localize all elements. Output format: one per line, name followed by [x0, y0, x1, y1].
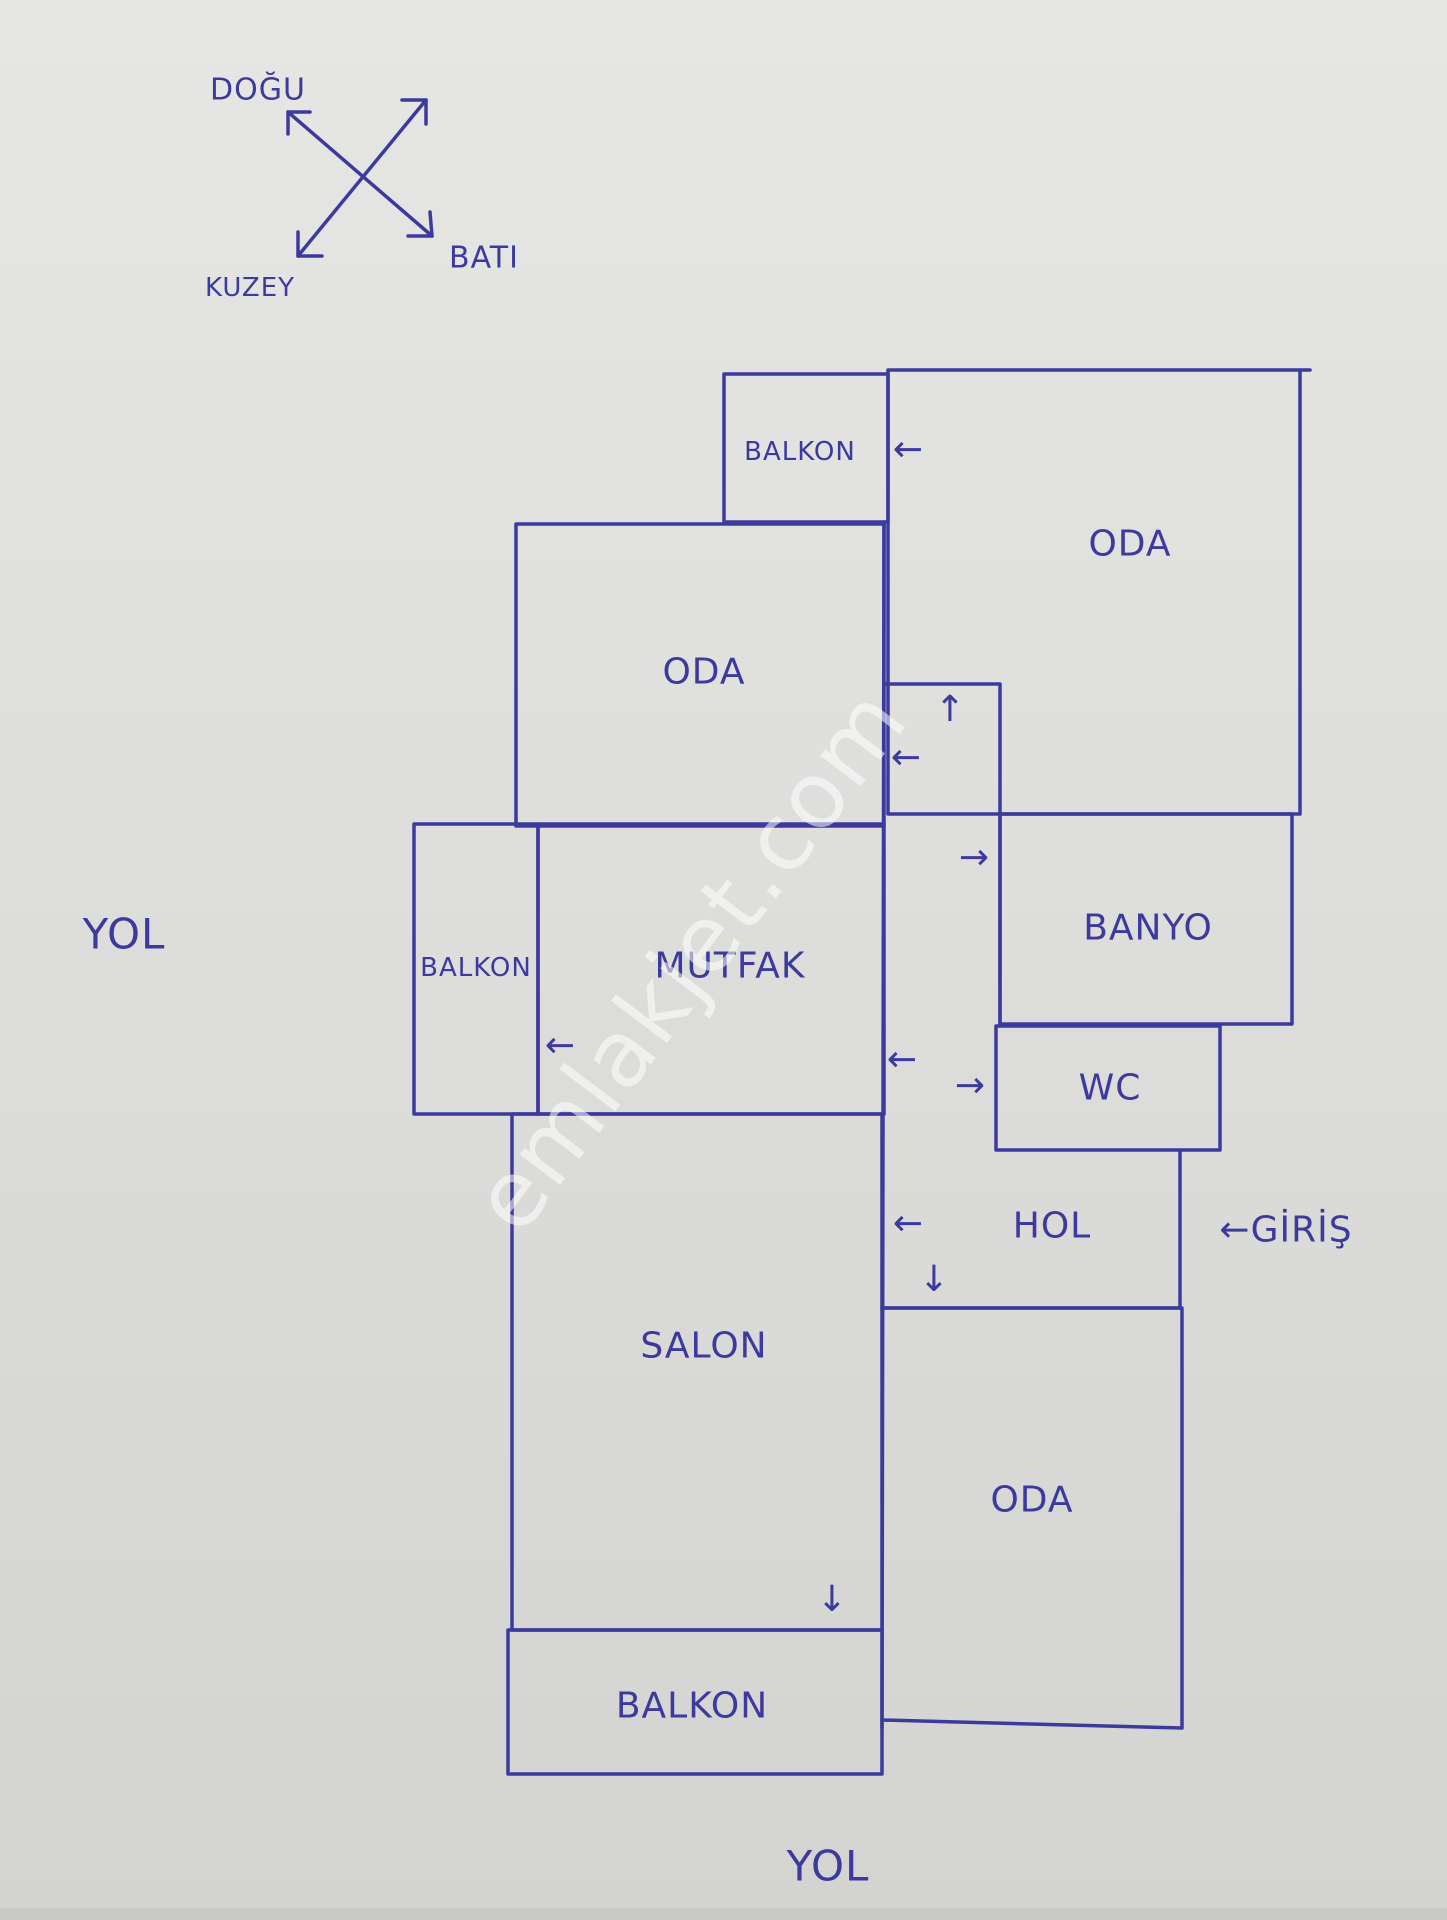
- wall-balkon-bottom: [506, 1628, 884, 1776]
- entrance-arrow-icon: ←: [1219, 1209, 1251, 1251]
- door-arrow-left-icon: ←: [890, 737, 922, 778]
- wall-banyo: [998, 812, 1294, 1026]
- door-arrow-right-icon: →: [958, 837, 990, 878]
- door-arrow-left-icon: ←: [886, 1039, 918, 1080]
- door-arrow-up-icon: ↑: [934, 689, 966, 730]
- room-label-balkon-top: BALKON: [744, 437, 856, 467]
- room-label-mutfak: MUTFAK: [654, 945, 806, 987]
- door-arrow-left-icon: ←: [892, 429, 924, 470]
- room-label-salon: SALON: [640, 1325, 768, 1367]
- door-arrow-left-icon: ←: [892, 1203, 924, 1244]
- room-label-balkon-left: BALKON: [420, 953, 532, 983]
- road-label-left: YOL: [82, 909, 166, 959]
- door-arrow-right-icon: →: [954, 1065, 986, 1106]
- road-label-bottom: YOL: [786, 1841, 870, 1891]
- room-label-oda-bottom: ODA: [990, 1479, 1074, 1521]
- compass-line-north-south: [296, 98, 428, 258]
- door-arrow-down-icon: ↓: [918, 1259, 950, 1300]
- entrance-text: GİRİŞ: [1250, 1209, 1353, 1251]
- room-label-banyo: BANYO: [1083, 907, 1213, 949]
- compass-line-east-west: [286, 110, 434, 238]
- compass-label-north: KUZEY: [204, 273, 296, 303]
- room-label-hol: HOL: [1012, 1205, 1092, 1247]
- compass-arrowhead-east: [286, 110, 312, 136]
- compass-label-east: DOĞU: [210, 72, 306, 108]
- wall-oda-top-right: [886, 368, 1302, 816]
- door-arrow-down-icon: ↓: [816, 1579, 848, 1620]
- room-label-oda-top-right: ODA: [1088, 523, 1172, 565]
- compass-arrowhead-west: [406, 210, 434, 238]
- compass-arrowhead-south: [400, 98, 428, 126]
- bottom-strip: [0, 1908, 1447, 1920]
- room-label-oda-top-left: ODA: [662, 651, 746, 693]
- compass-arrowhead-north: [296, 230, 324, 258]
- room-label-wc: WC: [1078, 1067, 1142, 1109]
- walls: [412, 368, 1312, 1776]
- compass-label-west: BATI: [449, 240, 519, 276]
- compass-rose: [286, 98, 434, 258]
- room-label-balkon-bottom: BALKON: [615, 1685, 769, 1727]
- door-arrow-left-icon: ←: [544, 1025, 576, 1066]
- wall-wc: [994, 1024, 1222, 1152]
- entrance-label: ←GİRİŞ: [1219, 1210, 1352, 1251]
- wall-oda-bottom: [880, 1306, 1184, 1730]
